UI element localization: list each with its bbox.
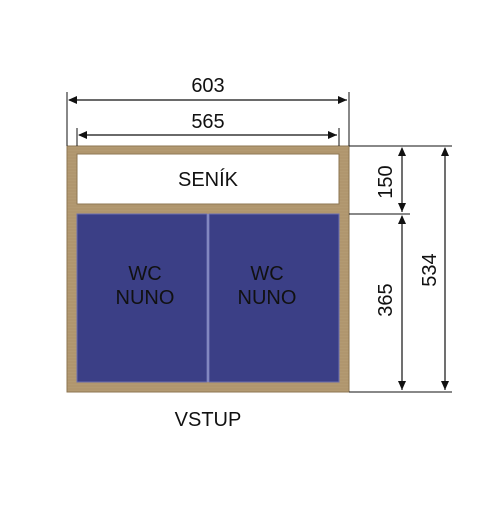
- dim-total-height-text: 534: [419, 253, 441, 286]
- dim-bottom-height-text: 365: [375, 283, 397, 316]
- left-door-label-line1: WC: [128, 263, 161, 285]
- dim-overall-text: 603: [191, 75, 224, 97]
- right-door: [208, 213, 340, 383]
- dim-top-height-text: 150: [375, 165, 397, 198]
- left-door-label-line2: NUNO: [116, 287, 175, 309]
- entrance-label: VSTUP: [175, 409, 242, 431]
- hay-loft-label: SENÍK: [178, 168, 239, 191]
- right-door-label-line2: NUNO: [238, 287, 297, 309]
- hay-loft-panel: [76, 153, 340, 205]
- right-door-label-line1: WC: [250, 263, 283, 285]
- left-door: [76, 213, 208, 383]
- dim-inner-text: 565: [191, 111, 224, 133]
